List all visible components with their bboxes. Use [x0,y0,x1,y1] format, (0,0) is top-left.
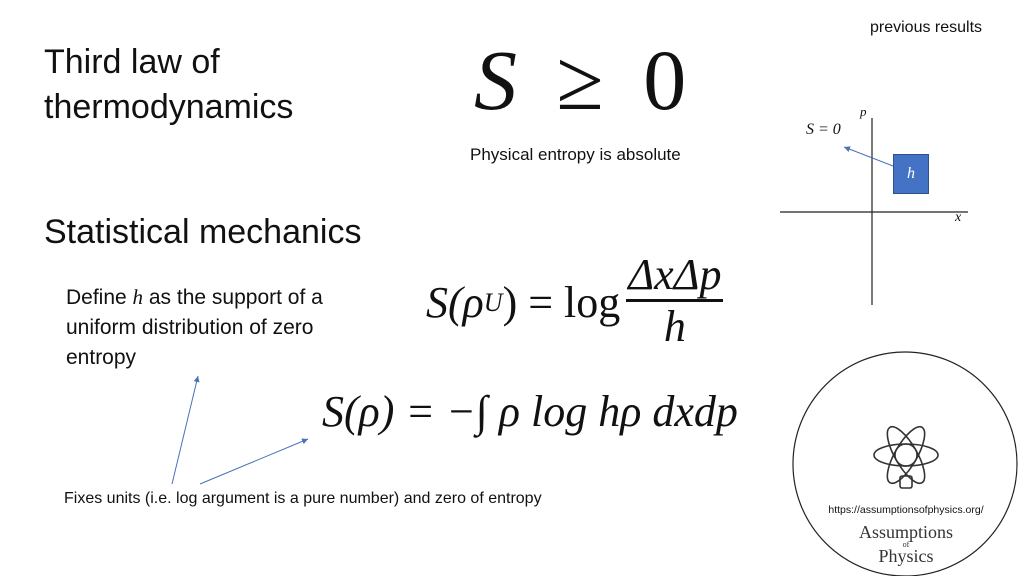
title-line-2: thermodynamics [44,88,294,126]
uniform-lhs-end: ) = log [502,278,621,327]
logo-name-of: of [902,540,910,549]
logo-name-top: Assumptions [858,522,954,542]
title-line-1: Third law of [44,43,220,81]
fraction-denominator: h [663,302,686,351]
definition-var: h [132,285,144,309]
p-axis-label: p [860,104,867,119]
logo-url[interactable]: https://assumptionsofphysics.org/ [828,504,984,516]
arrow-to-s-zero [843,146,894,167]
arrow-to-definition [171,375,200,485]
general-entropy-equation: S(ρ) = −∫ ρ log hρ dxdp [322,387,738,436]
arrow-to-integral [199,438,309,485]
fraction-bar [626,299,724,302]
entropy-symbol: S [474,32,517,128]
logo-circle [792,351,1018,576]
fraction-numerator: ΔxΔp [628,250,722,299]
footnote: Fixes units (i.e. log argument is a pure… [64,490,542,507]
definition-suffix: as the support of a uniform distribution… [66,286,323,369]
section-title: Statistical mechanics [44,213,362,251]
s-zero-label: S = 0 [806,121,841,138]
phase-cell-h: h [893,154,929,194]
definition-text: Define h as the support of a uniform dis… [66,282,336,373]
third-law-equation: S ≥ 0 [474,30,686,130]
zero-value: 0 [643,32,687,128]
atom-bulb-icon [873,425,939,489]
logo-name-bottom: Physics [878,546,934,566]
uniform-fraction: ΔxΔp h [626,250,724,352]
geq-symbol: ≥ [556,32,604,128]
uniform-lhs: S(ρ [426,278,484,327]
page-title: Third law of thermodynamics [44,40,293,130]
logo-name: Assumptions of Physics [836,522,976,566]
definition-prefix: Define [66,286,133,309]
uniform-subscript: U [483,287,503,317]
third-law-caption: Physical entropy is absolute [470,145,681,164]
x-axis-label: x [955,210,962,225]
previous-results-note: previous results [870,19,983,36]
